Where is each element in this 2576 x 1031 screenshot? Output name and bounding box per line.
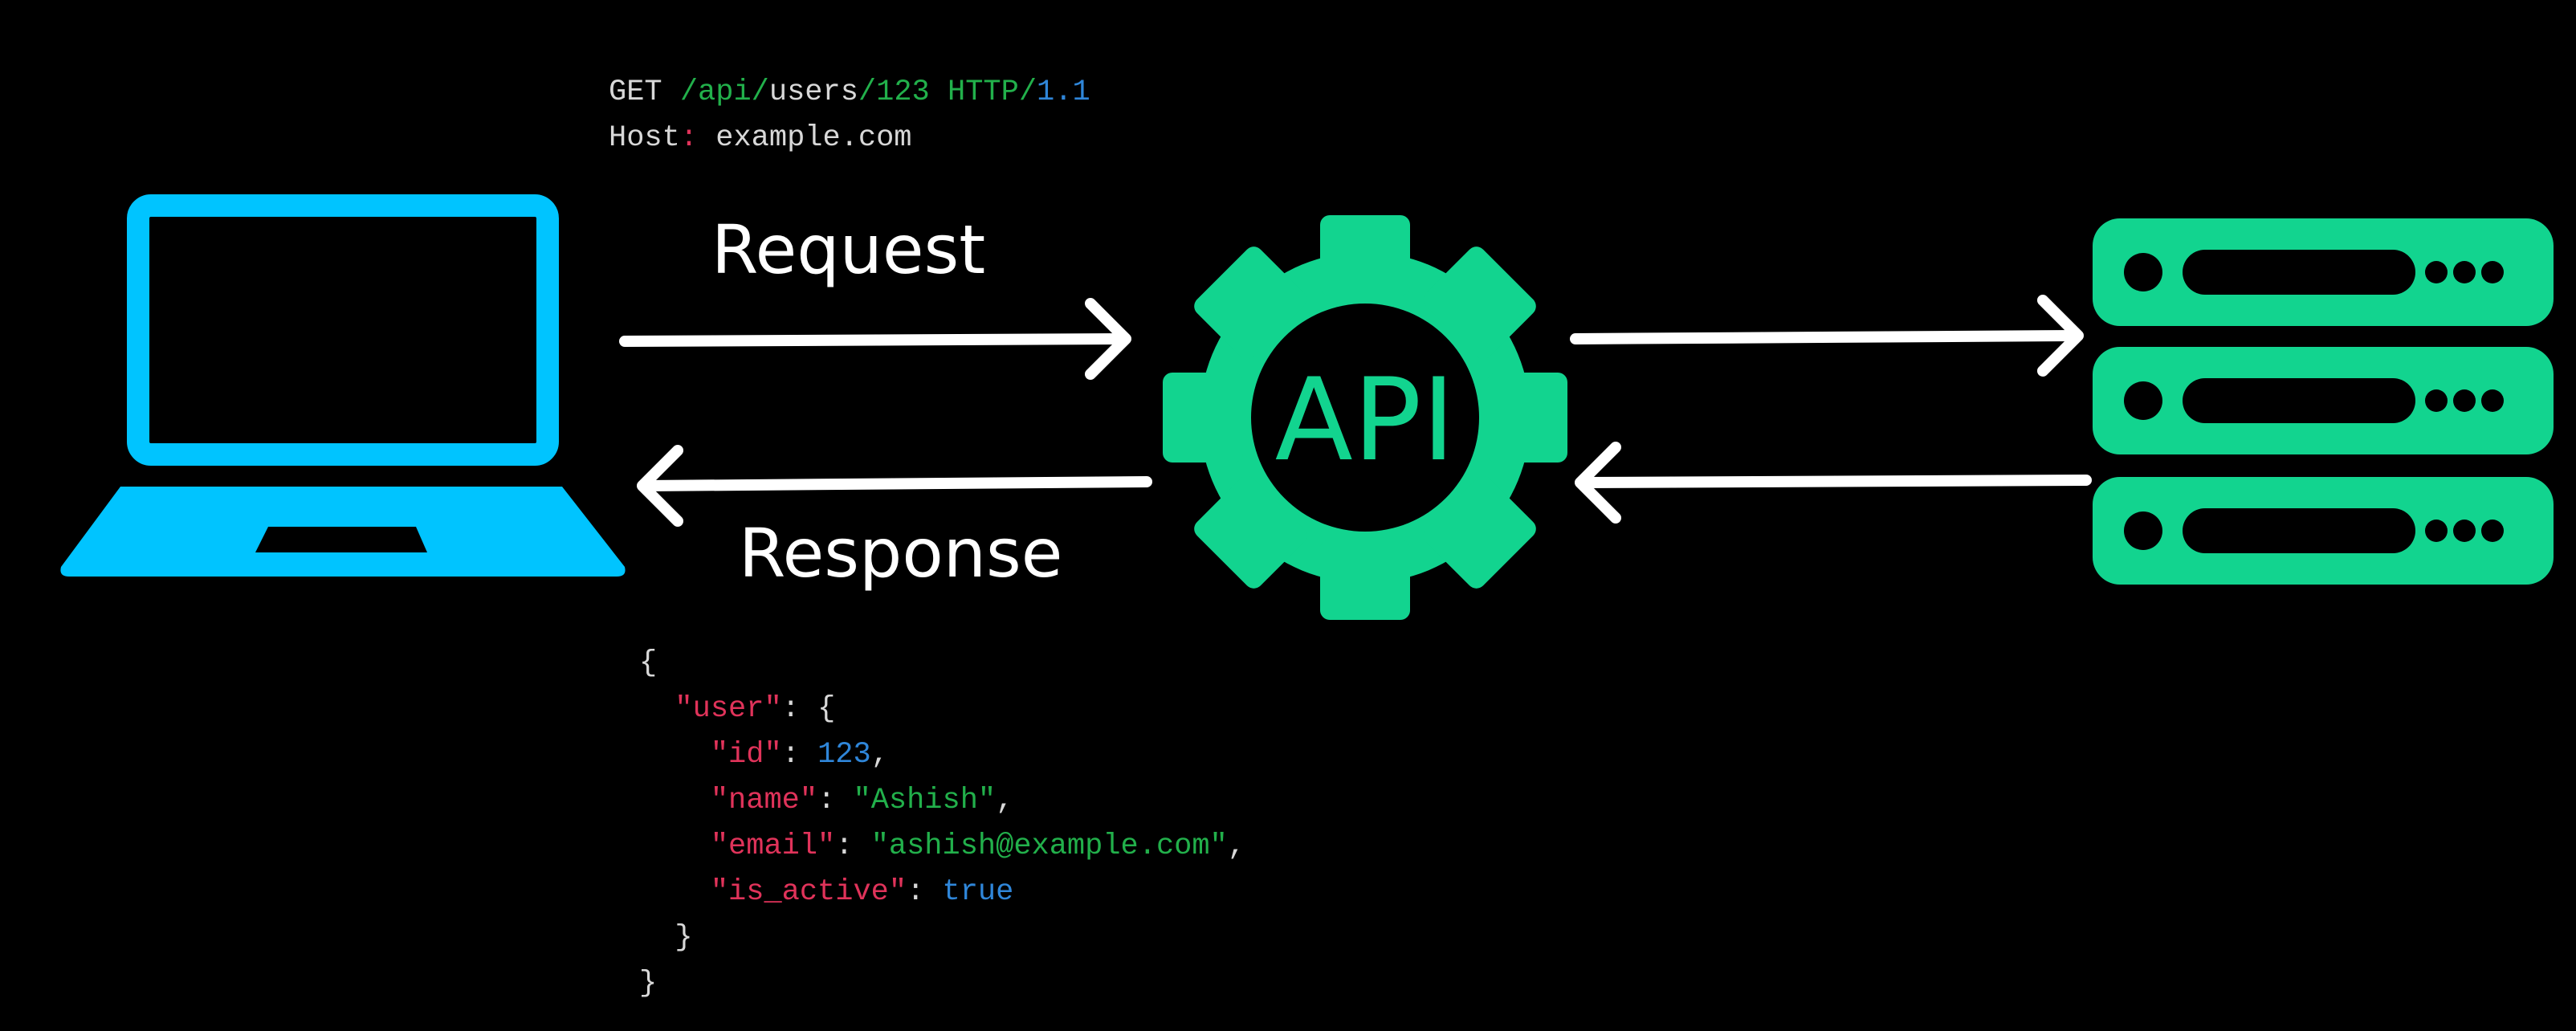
json-line: "id": 123,: [639, 732, 1245, 778]
json-separator: :: [907, 875, 943, 909]
json-value-email: "ashish@example.com": [870, 829, 1228, 863]
server-unit: [2093, 218, 2554, 326]
request-arrow: [619, 298, 1131, 380]
path-segment-users: users: [768, 75, 858, 109]
json-key-is-active: "is_active": [710, 875, 907, 909]
request-line: GET /api/users/123 HTTP/1.1: [609, 70, 1090, 116]
json-value-id: 123: [817, 738, 871, 772]
json-separator: :: [817, 784, 854, 817]
laptop-screen: [127, 194, 559, 466]
server-unit: [2093, 477, 2554, 585]
path-separator: /: [751, 75, 769, 109]
json-open-brace: {: [639, 646, 658, 680]
json-separator: :: [835, 829, 871, 863]
json-value-name: "Ashish": [853, 784, 997, 817]
json-key-email: "email": [710, 829, 836, 863]
gear-hub: [1251, 304, 1479, 532]
json-comma: ,: [996, 784, 1014, 817]
http-protocol: HTTP: [947, 75, 1019, 109]
laptop-icon: [60, 194, 626, 577]
response-label: Response: [739, 514, 1063, 593]
json-separator: :: [781, 738, 818, 772]
server-unit: [2093, 347, 2554, 454]
json-inner-close-brace: }: [675, 921, 693, 955]
json-value-is-active: true: [942, 875, 1014, 909]
json-comma: ,: [1227, 829, 1245, 863]
json-close-brace: }: [639, 967, 658, 1000]
path-segment-id: 123: [876, 75, 930, 109]
http-method: GET: [609, 75, 680, 109]
path-separator: /: [679, 75, 699, 109]
code-space: [930, 75, 948, 109]
http-version: 1.1: [1037, 75, 1090, 109]
path-segment-api: api: [698, 75, 752, 109]
api-to-server-arrow: [1570, 295, 2084, 377]
json-separator: : {: [781, 692, 836, 726]
json-line: }: [639, 961, 1245, 1007]
gear-label: API: [1275, 354, 1456, 487]
json-comma: ,: [870, 738, 889, 772]
json-response-code: { "user": { "id": 123, "name": "Ashish",…: [639, 641, 1245, 1007]
protocol-separator: /: [1018, 75, 1037, 109]
request-label: Request: [711, 210, 986, 289]
laptop-trackpad: [255, 527, 427, 552]
json-line: "email": "ashish@example.com",: [639, 824, 1245, 870]
json-line: {: [639, 641, 1245, 687]
json-key-name: "name": [710, 784, 818, 817]
json-key-id: "id": [710, 738, 782, 772]
host-header-key: Host: [609, 121, 680, 155]
json-line: }: [639, 915, 1245, 961]
response-arrow: [637, 445, 1152, 527]
json-line: "name": "Ashish",: [639, 778, 1245, 824]
gear-icon: API: [1163, 215, 1567, 620]
json-line: "is_active": true: [639, 870, 1245, 915]
server-rack-icon: [2093, 218, 2554, 585]
path-separator: /: [858, 75, 877, 109]
json-key-user: "user": [675, 692, 782, 726]
host-header-colon: :: [679, 121, 699, 155]
server-to-api-arrow: [1575, 442, 2092, 524]
host-header-value: example.com: [698, 121, 912, 155]
json-line: "user": {: [639, 687, 1245, 732]
host-line: Host: example.com: [609, 116, 1090, 161]
